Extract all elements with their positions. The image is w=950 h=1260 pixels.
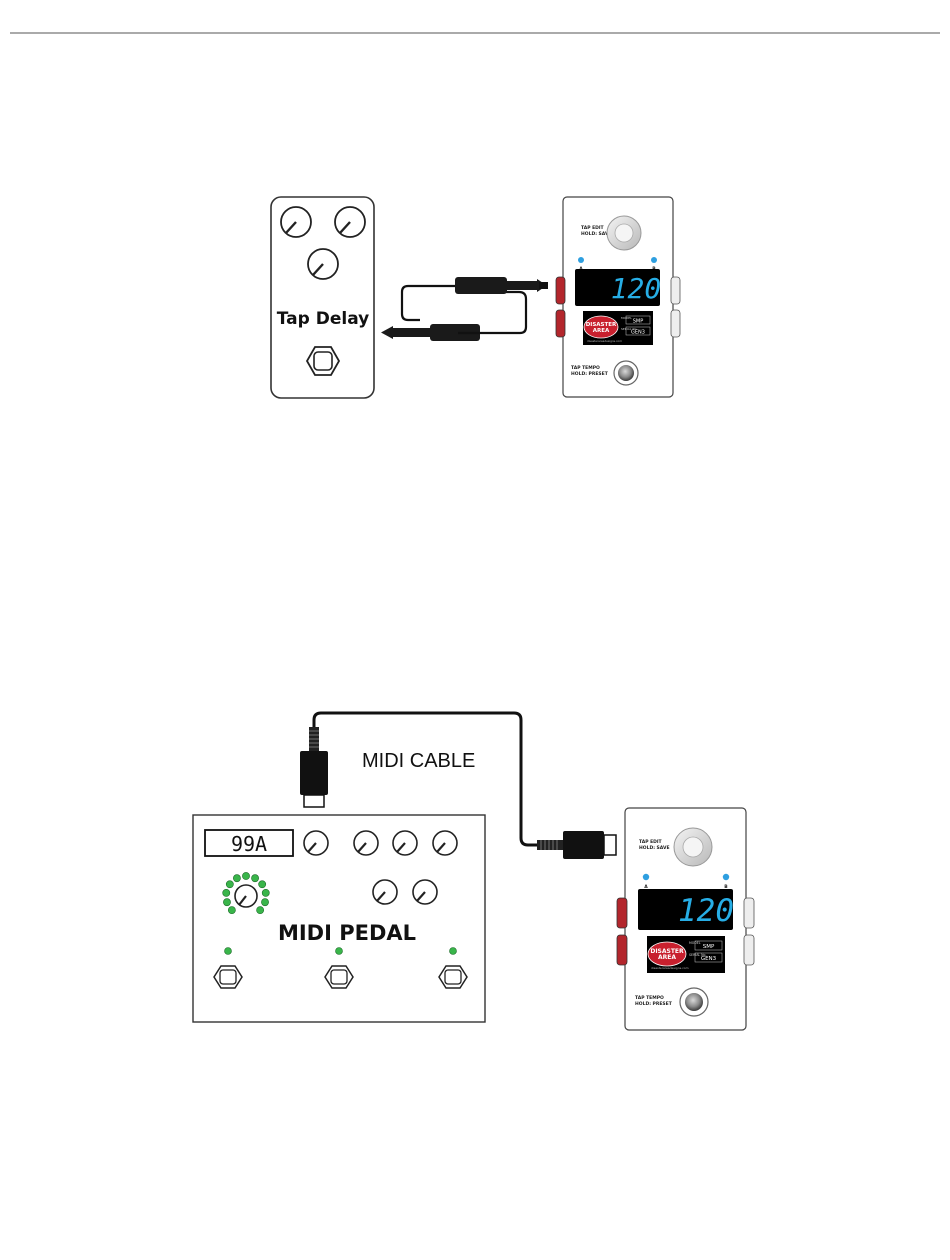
midi-knob-3[interactable] — [393, 831, 417, 855]
midi-knob-5[interactable] — [373, 880, 397, 904]
brand-url: disasterareadesigns.com — [651, 966, 689, 970]
cable-plug-top — [455, 277, 507, 294]
ring-led — [262, 889, 269, 896]
tap-delay-knob-center[interactable] — [308, 249, 338, 279]
tap-delay-label: Tap Delay — [277, 309, 369, 329]
bottom-footswitch[interactable] — [680, 988, 708, 1016]
footswitch-led-2 — [336, 948, 343, 955]
ring-led — [257, 907, 264, 914]
diagram-midi: MIDI CABLE 99A MIDI PEDAL — [193, 713, 754, 1030]
patch-cable — [381, 277, 548, 341]
footswitch-led-1 — [225, 948, 232, 955]
ring-led — [223, 899, 230, 906]
midi-footswitch-3[interactable] — [439, 966, 467, 988]
tempo-display-value: 120 — [611, 272, 662, 305]
led-a — [578, 257, 584, 263]
jack-left-bottom[interactable] — [556, 310, 565, 337]
model-caption: MODEL — [621, 316, 632, 320]
logo-line2: AREA — [593, 328, 610, 334]
jack-right-bottom[interactable] — [744, 935, 754, 965]
diagram-tap-delay: Tap Delay — [271, 197, 680, 398]
bottom-switch-sublabel: HOLD: PRESET — [635, 1001, 673, 1007]
top-switch-sublabel: HOLD: SAVE — [639, 845, 670, 851]
midi-knob-2[interactable] — [354, 831, 378, 855]
jack-left-bottom[interactable] — [617, 935, 627, 965]
jack-right-top[interactable] — [744, 898, 754, 928]
jack-arrow-icon — [381, 326, 393, 339]
jack-left-top[interactable] — [617, 898, 627, 928]
midi-cable-label: MIDI CABLE — [362, 750, 475, 772]
bottom-switch-sublabel: HOLD: PRESET — [571, 371, 609, 377]
top-footswitch[interactable] — [674, 828, 712, 866]
model-value: SMP — [633, 319, 644, 325]
tap-delay-knob-right[interactable] — [335, 207, 365, 237]
ring-led — [228, 907, 235, 914]
led-b — [651, 257, 657, 263]
jack-right-top[interactable] — [671, 277, 680, 304]
serial-value: GEN3 — [701, 956, 717, 962]
bottom-footswitch[interactable] — [614, 361, 638, 385]
bottom-switch-label: TAP TEMPO — [571, 365, 600, 371]
ring-led — [261, 899, 268, 906]
logo-line2: AREA — [658, 954, 676, 961]
model-value: SMP — [703, 944, 715, 950]
tempo-display-value: 120 — [678, 893, 734, 929]
midi-footswitch-2[interactable] — [325, 966, 353, 988]
brand-url: disasterareadesigns.com — [587, 339, 622, 343]
ring-led — [242, 872, 249, 879]
midi-knob-1[interactable] — [304, 831, 328, 855]
jack-left-top[interactable] — [556, 277, 565, 304]
midi-knob-4[interactable] — [433, 831, 457, 855]
midi-footswitch-1[interactable] — [214, 966, 242, 988]
bottom-switch-label: TAP TEMPO — [635, 995, 664, 1001]
smp-pedal-1: TAP EDIT HOLD: SAVE A B 120 DISASTER ARE… — [556, 197, 680, 397]
ring-led — [259, 881, 266, 888]
footswitch-led-3 — [450, 948, 457, 955]
midi-pedal: 99A MIDI PEDAL — [193, 815, 485, 1022]
smp-pedal-2: TAP EDIT HOLD: SAVE A B 120 DISASTER ARE… — [617, 808, 754, 1030]
tap-delay-knob-left[interactable] — [281, 207, 311, 237]
midi-knob-6[interactable] — [413, 880, 437, 904]
serial-value: GEN3 — [631, 330, 645, 336]
midi-connector-right — [537, 831, 616, 859]
preset-display-value: 99A — [231, 832, 267, 856]
led-ring-knob[interactable] — [235, 885, 257, 907]
top-footswitch[interactable] — [607, 216, 641, 250]
top-switch-label: TAP EDIT — [581, 225, 605, 231]
led-a — [643, 874, 649, 880]
ring-led — [251, 875, 258, 882]
ring-led — [223, 889, 230, 896]
ring-led — [226, 881, 233, 888]
tap-delay-pedal: Tap Delay — [271, 197, 374, 398]
led-b — [723, 874, 729, 880]
midi-pedal-label: MIDI PEDAL — [278, 921, 416, 945]
ring-led — [233, 875, 240, 882]
top-switch-label: TAP EDIT — [639, 839, 663, 845]
midi-connector-left — [300, 727, 328, 807]
tap-delay-footswitch[interactable] — [307, 347, 339, 375]
jack-right-bottom[interactable] — [671, 310, 680, 337]
